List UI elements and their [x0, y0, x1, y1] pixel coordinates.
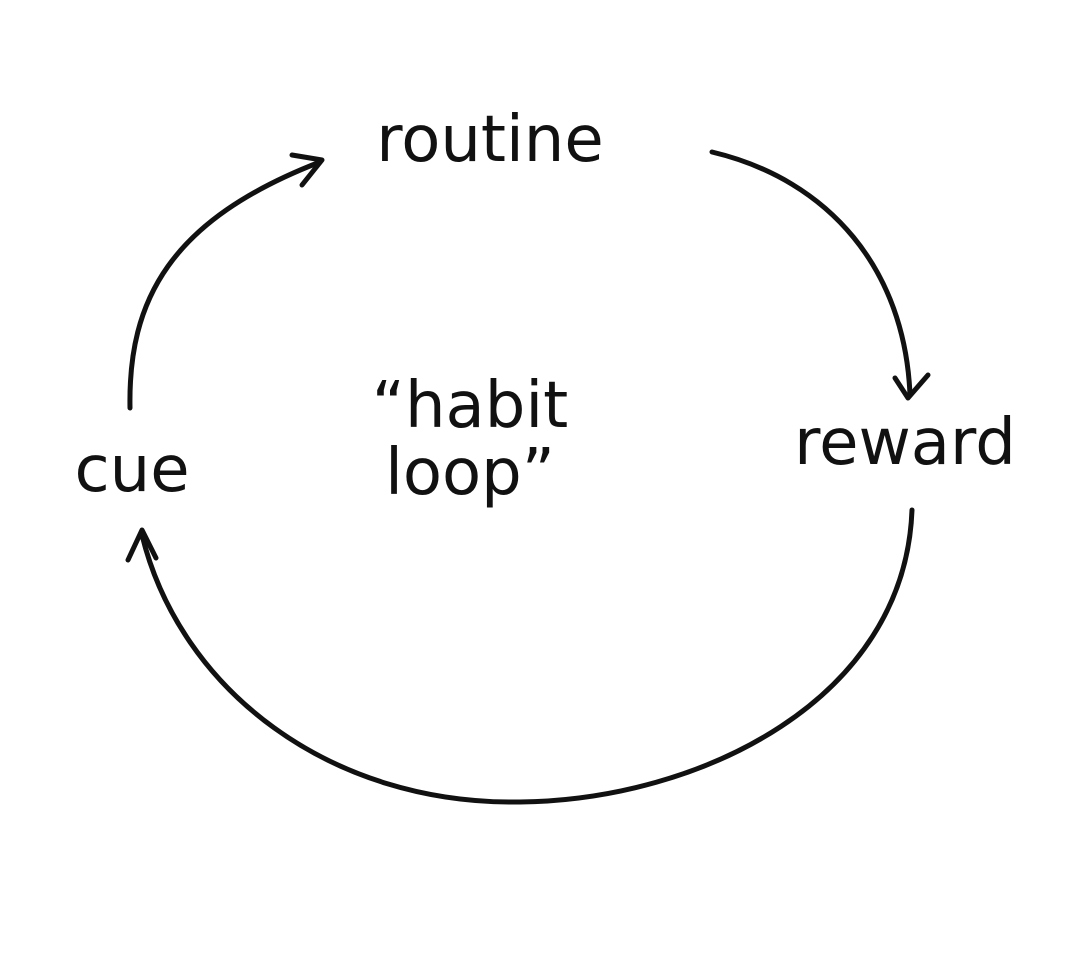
center-title-line-1: “habit [371, 368, 569, 443]
node-routine-label: routine [376, 103, 604, 177]
arrowhead-cue [125, 527, 159, 563]
arrow-routine-to-reward [709, 149, 913, 398]
arrow-reward-to-cue [139, 507, 915, 805]
node-reward-label: reward [794, 406, 1016, 480]
arrowhead-reward [892, 372, 931, 401]
center-title: “habit loop” [371, 368, 569, 510]
center-title-line-2: loop” [385, 436, 555, 510]
arrowhead-routine [289, 152, 325, 188]
arrow-cue-to-routine [127, 159, 323, 411]
node-cue-label: cue [74, 433, 190, 507]
